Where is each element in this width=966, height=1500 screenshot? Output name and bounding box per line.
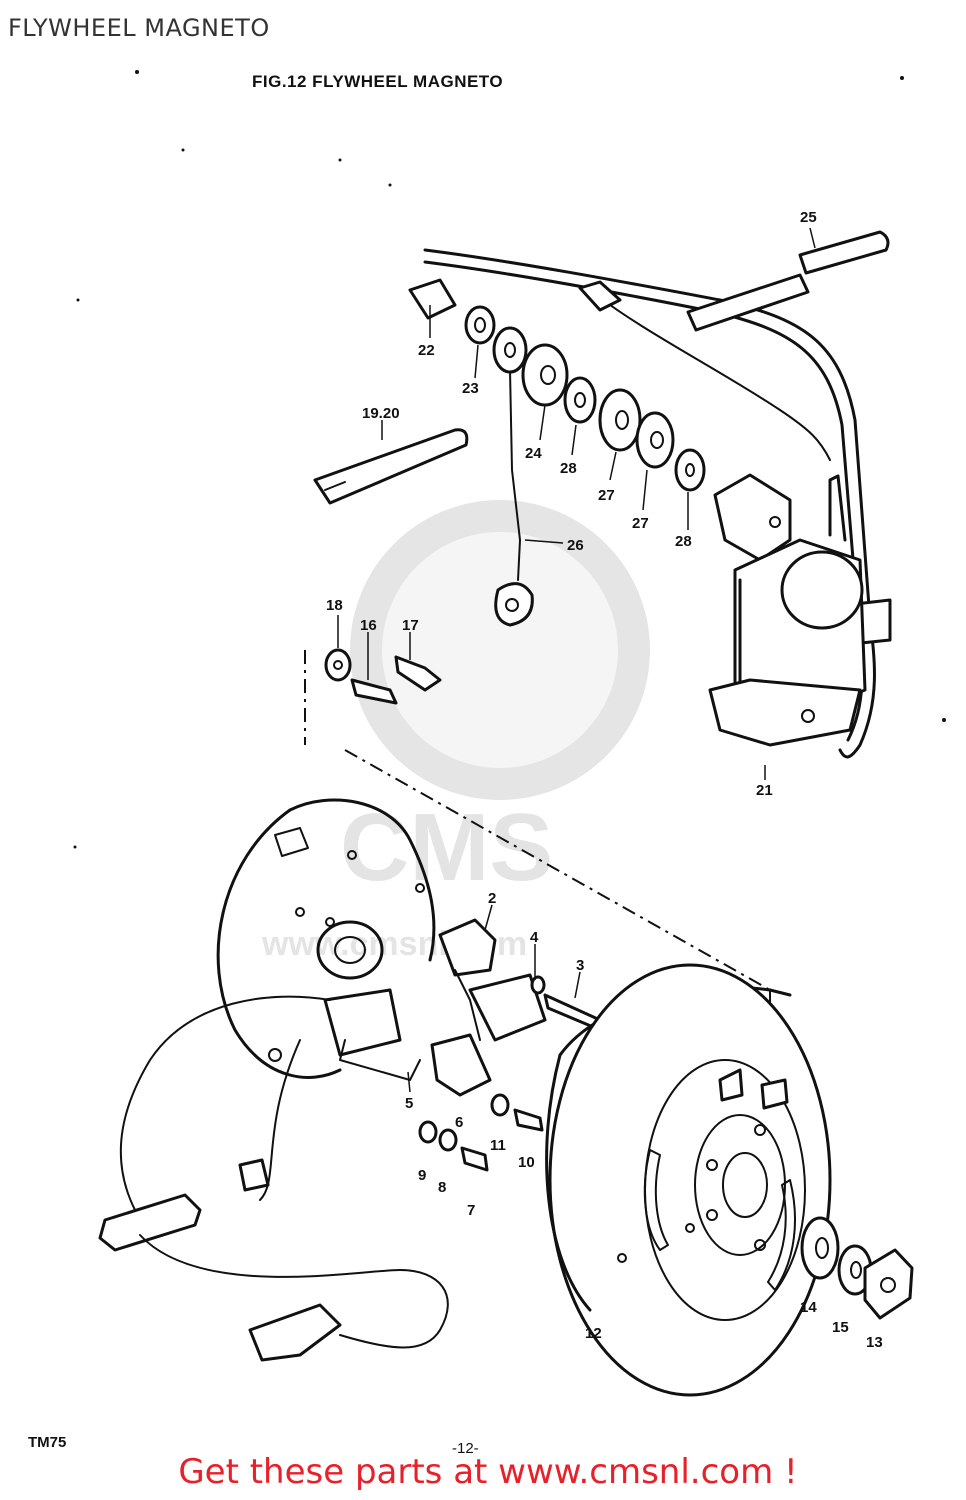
grommet-icon [98,1193,202,1252]
cms-watermark: CMS www.cmsnl.com [261,500,650,963]
callout-2: 2 [488,890,496,907]
callout-25: 25 [800,209,817,226]
callout-26: 26 [567,537,584,554]
callout-7: 7 [467,1202,475,1219]
washer-11-icon [490,1093,510,1117]
figure-title: FIG.12 FLYWHEEL MAGNETO [252,72,504,91]
screw-7-icon [460,1146,489,1172]
callout-23: 23 [462,380,479,397]
callout-6: 6 [455,1114,463,1131]
callout-12: 12 [585,1325,602,1342]
screw-22-icon [408,278,457,320]
ignition-coil [708,473,867,747]
callout-14: 14 [800,1299,817,1316]
callout-17: 17 [402,617,419,634]
callout-27b: 27 [632,515,649,532]
callout-10: 10 [518,1154,535,1171]
washer-28-icon [563,376,597,424]
page-title: FLYWHEEL MAGNETO [8,14,270,42]
callout-11: 11 [490,1137,506,1154]
stator-screws [418,975,607,1172]
footer-parts-link[interactable]: Get these parts at www.cmsnl.com ! [178,1452,798,1492]
callout-8: 8 [438,1179,446,1196]
callout-9: 9 [418,1167,426,1184]
callout-5: 5 [405,1095,413,1112]
washer-8-icon [438,1128,458,1152]
leader-lines [337,227,816,1093]
callout-15: 15 [832,1319,849,1336]
callout-21: 21 [756,782,773,799]
ground-lead-wire [494,280,831,627]
model-code: TM75 [28,1434,67,1451]
condenser-icon [438,918,497,977]
page-number: -12- [452,1440,479,1457]
cable-clamp-icon [686,273,810,332]
washer-9-icon [418,1120,438,1144]
callout-28b: 28 [675,533,692,550]
callout-19-20: 19.20 [362,405,400,422]
washer-24-icon [521,343,569,407]
plug-cap-icon [798,230,890,275]
band-19-20 [313,428,469,505]
callout-24: 24 [525,445,542,462]
washer-27-icon [598,388,642,452]
washer-28b-icon [674,448,706,492]
alignment-lines [304,650,771,1010]
contact-breaker-icon [323,988,402,1057]
magneto-lead-wire [98,995,449,1362]
flywheel-nut-stack [800,1216,914,1320]
callout-28: 28 [560,460,577,477]
callout-4: 4 [530,929,539,946]
washer-terminal-icon [492,326,528,374]
stator-base-plate [216,798,547,1097]
screws-16-17-18 [324,648,442,705]
lead-connector-icon [248,1303,342,1362]
nut-13-icon [863,1248,914,1320]
ignition-coil-small-icon [430,1033,492,1097]
callout-27: 27 [598,487,615,504]
washer-23-icon [464,305,496,345]
washer-14-icon [800,1216,840,1280]
callout-labels: 2 4 3 5 6 11 10 9 8 7 12 14 15 13 16 17 … [326,209,883,1351]
callout-18: 18 [326,597,343,614]
screw-10-icon [513,1108,544,1132]
callout-16: 16 [360,617,377,634]
watermark-logo-text: CMS [340,794,553,901]
lighting-coil-icon [468,973,547,1042]
callout-13: 13 [866,1334,883,1351]
callout-3: 3 [576,957,584,974]
callout-22: 22 [418,342,435,359]
washer-stack [408,278,706,492]
scan-specks [73,70,946,849]
flywheel-rotor [545,963,832,1397]
washer-27b-icon [635,411,675,469]
